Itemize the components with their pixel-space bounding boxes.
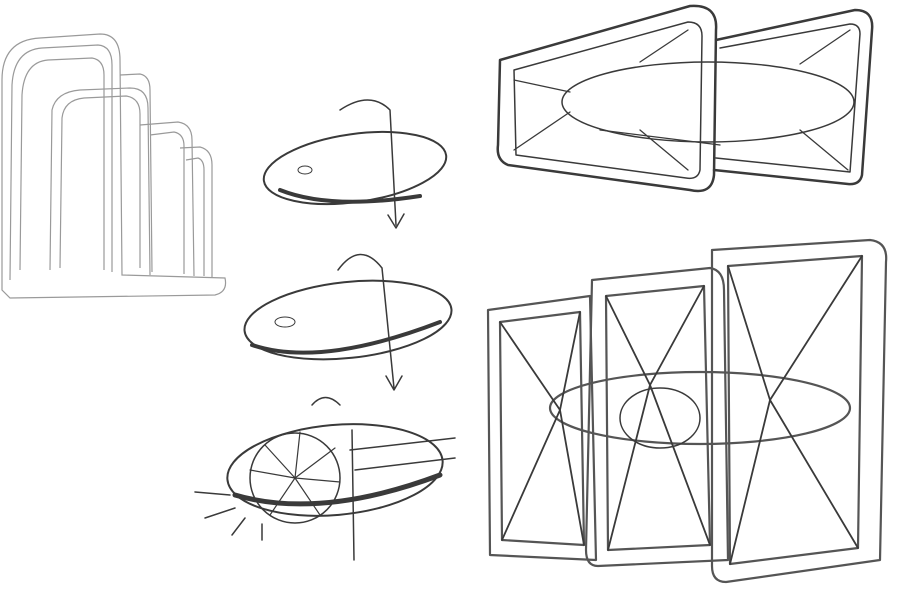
disc-sketch-2 xyxy=(243,253,453,391)
frame-sketch-bottom xyxy=(486,238,888,584)
disc-sketch-3-fan xyxy=(194,396,456,561)
frame-sketch-top xyxy=(496,4,874,193)
disc-sketch-1 xyxy=(262,99,448,229)
arch-frames-sketch xyxy=(1,33,227,299)
